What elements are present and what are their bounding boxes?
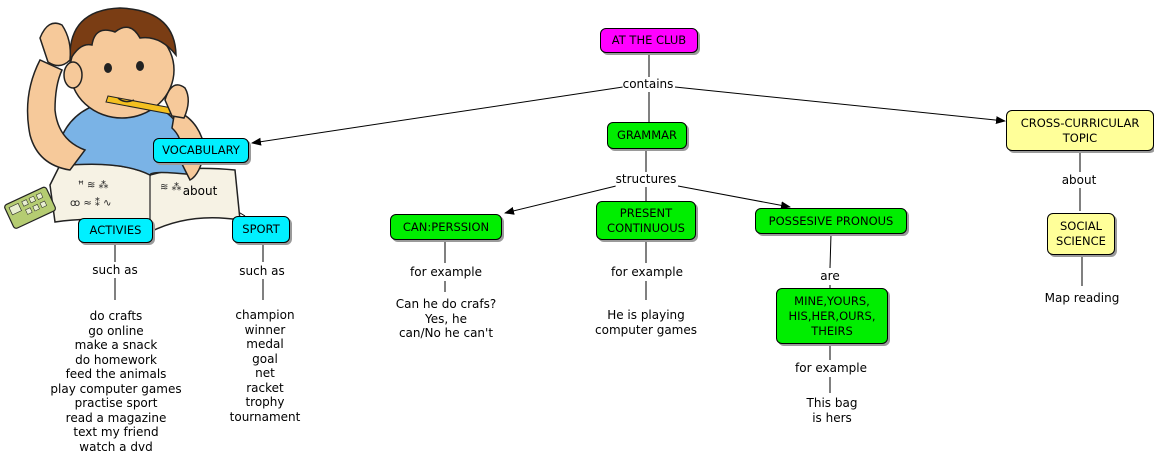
sport-word-item: racket [246, 380, 284, 395]
example-line: He is playing [607, 308, 685, 322]
activity-item: do crafts [89, 309, 143, 323]
example-line: Yes, he [425, 311, 467, 326]
activity-item: play computer games [50, 381, 182, 396]
link-sport-such-as: such as [239, 264, 285, 279]
link-vocabulary-about: about [182, 184, 218, 198]
link-cross-about: about [1061, 173, 1097, 188]
node-grammar[interactable]: GRAMMAR [607, 122, 687, 149]
example-map-reading: Map reading [1044, 291, 1120, 305]
activity-item: do homework [75, 352, 157, 367]
sport-word-item: champion [235, 308, 295, 322]
sport-word-item: goal [252, 351, 278, 366]
node-label-line: TOPIC [1062, 130, 1098, 145]
svg-text:≋ ⁂: ≋ ⁂ [160, 181, 182, 193]
node-label-line: SOCIAL [1059, 219, 1103, 233]
sport-word-item: trophy [245, 395, 285, 409]
node-label-line: THEIRS [811, 323, 853, 338]
link-activities-such-as: such as [92, 263, 138, 278]
node-label-line: MINE,YOURS, [794, 293, 870, 308]
example-line: is hers [812, 410, 852, 425]
activity-item: practise sport [74, 396, 158, 410]
link-present-for-example: for example [611, 265, 683, 280]
activity-item: go online [88, 323, 144, 338]
activity-item: watch a dvd [79, 439, 153, 454]
example-line: computer games [595, 322, 697, 337]
svg-text:ꟸ ≋ ⁂: ꟸ ≋ ⁂ [78, 179, 109, 191]
activity-item: make a snack [74, 338, 158, 352]
link-structures: structures [615, 172, 677, 187]
node-activities[interactable]: ACTIVIES [78, 218, 153, 243]
node-possessive-pronouns[interactable]: POSSESIVE PRONOUS [755, 208, 907, 234]
example-line: This bag [806, 396, 858, 410]
link-contains: contains [622, 77, 674, 92]
sport-word-item: medal [246, 337, 284, 351]
sport-word-item: net [255, 366, 275, 380]
node-can-permission[interactable]: CAN:PERSSION [390, 214, 502, 240]
boy-studying-illustration: ꟸ ≋ ⁂ ꝏ ≈ ⁑ ∿ ≋ ⁂ [4, 7, 241, 233]
example-line: Can he do crafs? [395, 297, 497, 311]
node-vocabulary[interactable]: VOCABULARY [153, 138, 249, 163]
example-line: can/No he can't [398, 326, 494, 340]
root-node-at-the-club[interactable]: AT THE CLUB [600, 28, 698, 53]
link-are: are [820, 269, 840, 284]
node-label-line: PRESENT [619, 205, 673, 220]
svg-text:ꝏ ≈ ⁑ ∿: ꝏ ≈ ⁑ ∿ [70, 196, 111, 209]
sport-word-item: tournament [229, 409, 301, 424]
link-can-for-example: for example [410, 265, 482, 280]
sport-word-item: winner [244, 322, 286, 337]
link-pronouns-for-example: for example [795, 361, 867, 376]
node-pronoun-list[interactable]: MINE,YOURS,HIS,HER,OURS,THEIRS [776, 288, 888, 344]
node-label-line: HIS,HER,OURS, [788, 308, 876, 323]
node-label-line: CROSS-CURRICULAR [1020, 115, 1140, 130]
activity-item: read a magazine [65, 410, 167, 425]
node-sport[interactable]: SPORT [232, 216, 290, 243]
node-label-line: SCIENCE [1056, 234, 1106, 248]
activity-item: feed the animals [65, 367, 167, 381]
node-label-line: CONTINUOUS [607, 220, 685, 235]
activity-item: text my friend [73, 425, 159, 439]
